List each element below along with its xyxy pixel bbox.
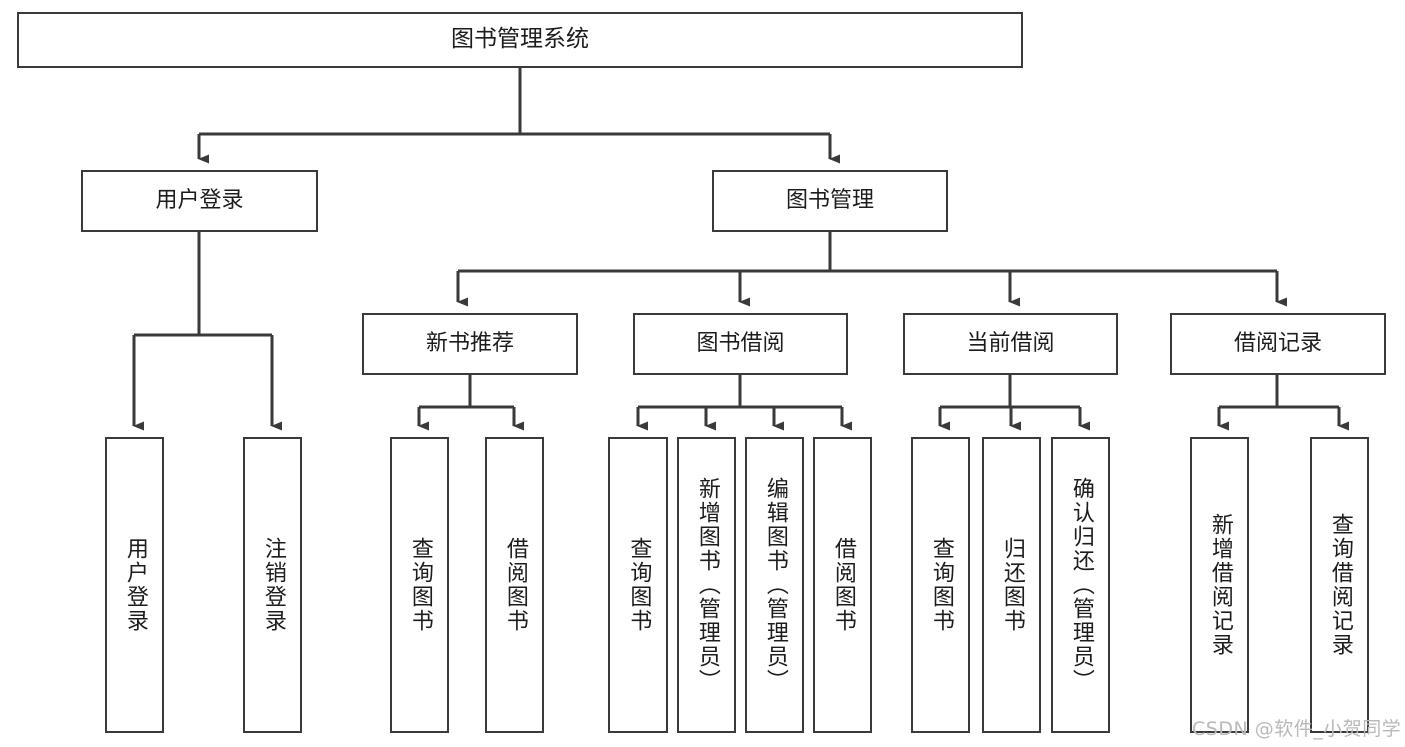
node-borrow-record[interactable]: 借阅记录: [1170, 313, 1386, 375]
node-current-borrow-label: 当前借阅: [966, 330, 1055, 356]
node-leaf-user-login-label: 用户登录: [122, 537, 148, 633]
node-leaf-borrow-book-1[interactable]: 借阅图书: [485, 437, 544, 733]
node-leaf-query-book-1-label: 查询图书: [407, 537, 433, 633]
node-current-borrow[interactable]: 当前借阅: [903, 313, 1118, 375]
node-book-manage-label: 图书管理: [785, 187, 874, 213]
node-leaf-logout[interactable]: 注销登录: [243, 437, 302, 733]
node-leaf-borrow-book-2[interactable]: 借阅图书: [813, 437, 872, 733]
node-leaf-query-book-2[interactable]: 查询图书: [608, 437, 668, 733]
node-leaf-query-book-3-label: 查询图书: [928, 537, 954, 633]
node-leaf-query-book-1[interactable]: 查询图书: [390, 437, 449, 733]
node-leaf-query-record[interactable]: 查询借阅记录: [1310, 437, 1369, 733]
node-leaf-edit-book[interactable]: 编辑图书（管理员）: [745, 437, 804, 733]
node-leaf-edit-book-label: 编辑图书（管理员）: [762, 477, 788, 693]
node-borrow-record-label: 借阅记录: [1233, 330, 1322, 356]
node-leaf-query-book-3[interactable]: 查询图书: [911, 437, 970, 733]
node-book-borrow[interactable]: 图书借阅: [633, 313, 848, 375]
node-leaf-logout-label: 注销登录: [260, 537, 286, 633]
node-book-manage[interactable]: 图书管理: [712, 170, 948, 232]
node-new-book-rec-label: 新书推荐: [425, 330, 514, 356]
node-leaf-add-book[interactable]: 新增图书（管理员）: [677, 437, 736, 733]
node-root-system[interactable]: 图书管理系统: [17, 12, 1023, 68]
node-leaf-return-book-label: 归还图书: [999, 537, 1025, 633]
node-user-login-label: 用户登录: [155, 187, 244, 213]
node-leaf-borrow-book-1-label: 借阅图书: [502, 537, 528, 633]
node-leaf-return-book[interactable]: 归还图书: [982, 437, 1041, 733]
node-user-login[interactable]: 用户登录: [81, 170, 318, 232]
node-leaf-user-login[interactable]: 用户登录: [105, 437, 164, 733]
node-leaf-confirm-return-label: 确认归还（管理员）: [1068, 477, 1094, 693]
node-leaf-borrow-book-2-label: 借阅图书: [830, 537, 856, 633]
node-root-system-label: 图书管理系统: [451, 26, 589, 53]
node-leaf-query-record-label: 查询借阅记录: [1327, 513, 1353, 657]
node-book-borrow-label: 图书借阅: [696, 330, 785, 356]
node-leaf-query-book-2-label: 查询图书: [626, 537, 652, 633]
node-leaf-confirm-return[interactable]: 确认归还（管理员）: [1051, 437, 1110, 733]
node-leaf-add-book-label: 新增图书（管理员）: [694, 477, 720, 693]
node-leaf-add-record[interactable]: 新增借阅记录: [1190, 437, 1249, 733]
connector-lines: [132, 68, 1349, 431]
node-leaf-add-record-label: 新增借阅记录: [1207, 513, 1233, 657]
node-new-book-rec[interactable]: 新书推荐: [362, 313, 578, 375]
